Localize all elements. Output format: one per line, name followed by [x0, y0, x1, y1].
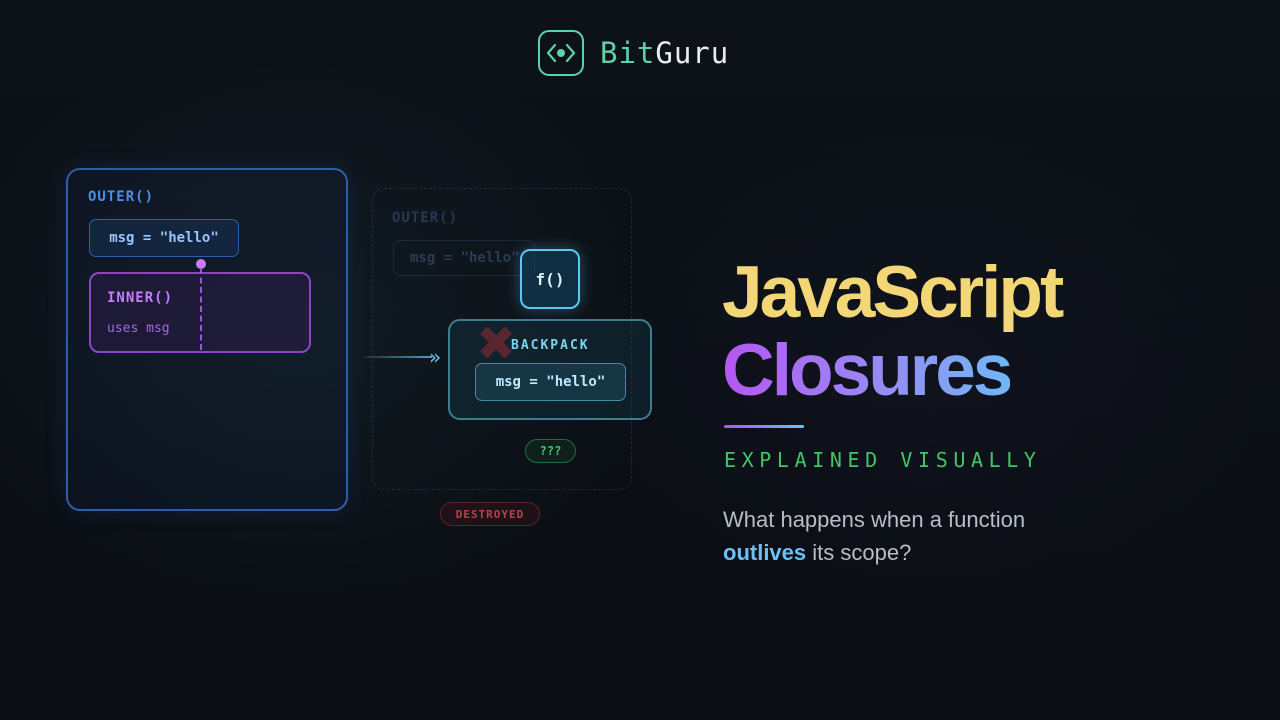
cross-icon: ✖ — [476, 316, 517, 372]
question-highlight: outlives — [723, 540, 807, 565]
outer-scope-title: OUTER() — [88, 189, 155, 205]
ghost-scope-box — [372, 188, 632, 490]
ghost-scope-title: OUTER() — [392, 210, 459, 226]
brand-name: BitGuru — [600, 36, 729, 70]
reference-dot — [196, 259, 206, 269]
brand-logo: BitGuru — [538, 28, 729, 78]
reference-line — [200, 268, 202, 350]
brand-name-part1: Bit — [600, 36, 656, 70]
brand-name-part2: Guru — [655, 36, 730, 70]
backpack-label: BACKPACK — [511, 338, 590, 353]
backpack-box — [448, 319, 652, 420]
outer-scope-box — [66, 168, 348, 511]
question-text: What happens when a function outlives it… — [723, 503, 1083, 569]
headline-line1: JavaScript — [722, 252, 1064, 333]
outer-msg-variable: msg = "hello" — [89, 219, 239, 257]
backpack-msg-variable: msg = "hello" — [475, 363, 626, 401]
question-after: its scope? — [806, 540, 912, 565]
double-chevron-right-icon: » — [429, 345, 442, 369]
divider — [724, 425, 804, 428]
destroyed-badge: DESTROYED — [440, 502, 540, 526]
returned-function-box: f() — [520, 249, 580, 309]
return-arrow-line — [364, 356, 432, 358]
headline-line2: Closures — [722, 330, 1013, 411]
subtitle: EXPLAINED VISUALLY — [724, 448, 1042, 472]
question-before: What happens when a function — [723, 507, 1026, 532]
ghost-msg-variable: msg = "hello" — [393, 240, 535, 276]
code-brackets-icon — [538, 30, 584, 76]
inner-scope-note: uses msg — [107, 321, 170, 336]
unknown-badge: ??? — [525, 439, 576, 463]
inner-scope-title: INNER() — [107, 290, 174, 306]
